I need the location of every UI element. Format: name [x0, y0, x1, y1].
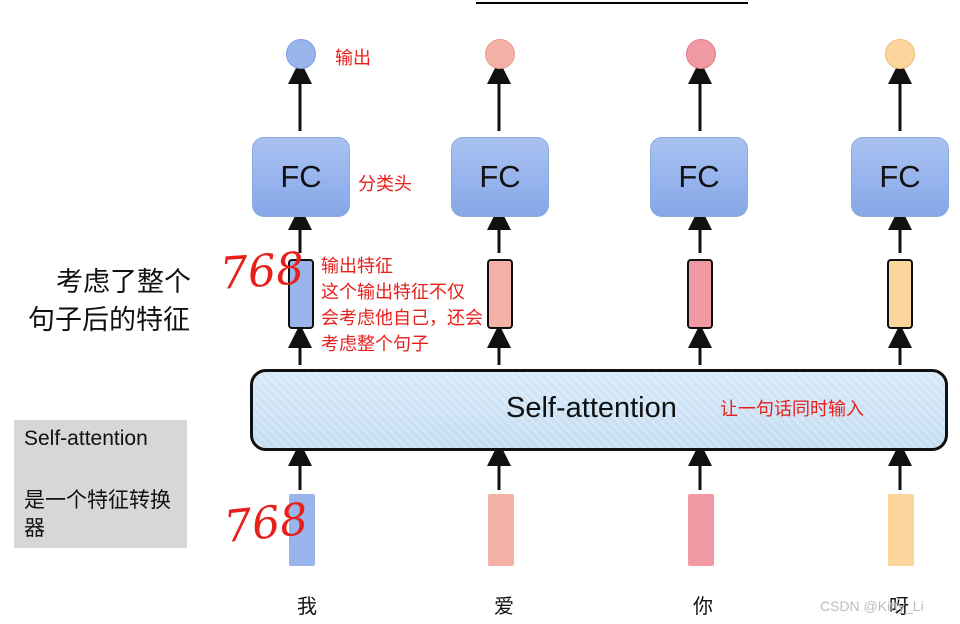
token-1: 爱	[494, 594, 514, 618]
top-rule	[476, 2, 748, 4]
input-vector-0	[289, 494, 315, 566]
self-attention-block	[250, 369, 948, 451]
feature-vector-0	[288, 259, 314, 329]
fc-box-0: FC	[252, 137, 350, 217]
left-feature-text-line-2: 句子后的特征	[28, 305, 190, 336]
fc-box-3: FC	[851, 137, 949, 217]
dim-768-bottom: 768	[221, 493, 311, 554]
left-feature-text-line-1: 考虑了整个	[56, 267, 191, 298]
feature-vector-1	[487, 259, 513, 329]
feature-vector-2	[687, 259, 713, 329]
feature-note-line-1: 输出特征	[321, 256, 393, 277]
output-dot-2	[686, 39, 716, 69]
fc-box-2: FC	[650, 137, 748, 217]
fc-label-2: FC	[678, 159, 720, 194]
output-dot-1	[485, 39, 515, 69]
fc-label-3: FC	[879, 159, 921, 194]
input-note: 让一句话同时输入	[720, 399, 864, 420]
feature-note-line-4: 考虑整个句子	[321, 334, 429, 355]
token-2: 你	[693, 594, 713, 618]
fc-box-1: FC	[451, 137, 549, 217]
side-note-title: Self-attention	[24, 427, 148, 450]
feature-vector-3	[887, 259, 913, 329]
self-attention-label: Self-attention	[506, 392, 677, 424]
input-vector-2	[688, 494, 714, 566]
dim-768-top: 768	[218, 243, 306, 300]
input-vector-1	[488, 494, 514, 566]
input-vector-3	[888, 494, 914, 566]
feature-note-line-2: 这个输出特征不仅	[321, 282, 465, 303]
feature-note-line-3: 会考虑他自己，还会	[321, 308, 483, 329]
side-note-box	[14, 420, 187, 548]
output-annotation: 输出	[335, 48, 371, 69]
output-dot-0	[286, 39, 316, 69]
token-0: 我	[297, 594, 317, 618]
watermark: CSDN @Kitty_Li	[820, 598, 924, 614]
token-3: 呀	[889, 594, 909, 618]
classifier-head-annotation: 分类头	[358, 174, 412, 195]
output-dot-3	[885, 39, 915, 69]
fc-label-1: FC	[479, 159, 521, 194]
fc-label-0: FC	[280, 159, 322, 194]
side-note-desc: 是一个特征转换器	[24, 488, 171, 540]
